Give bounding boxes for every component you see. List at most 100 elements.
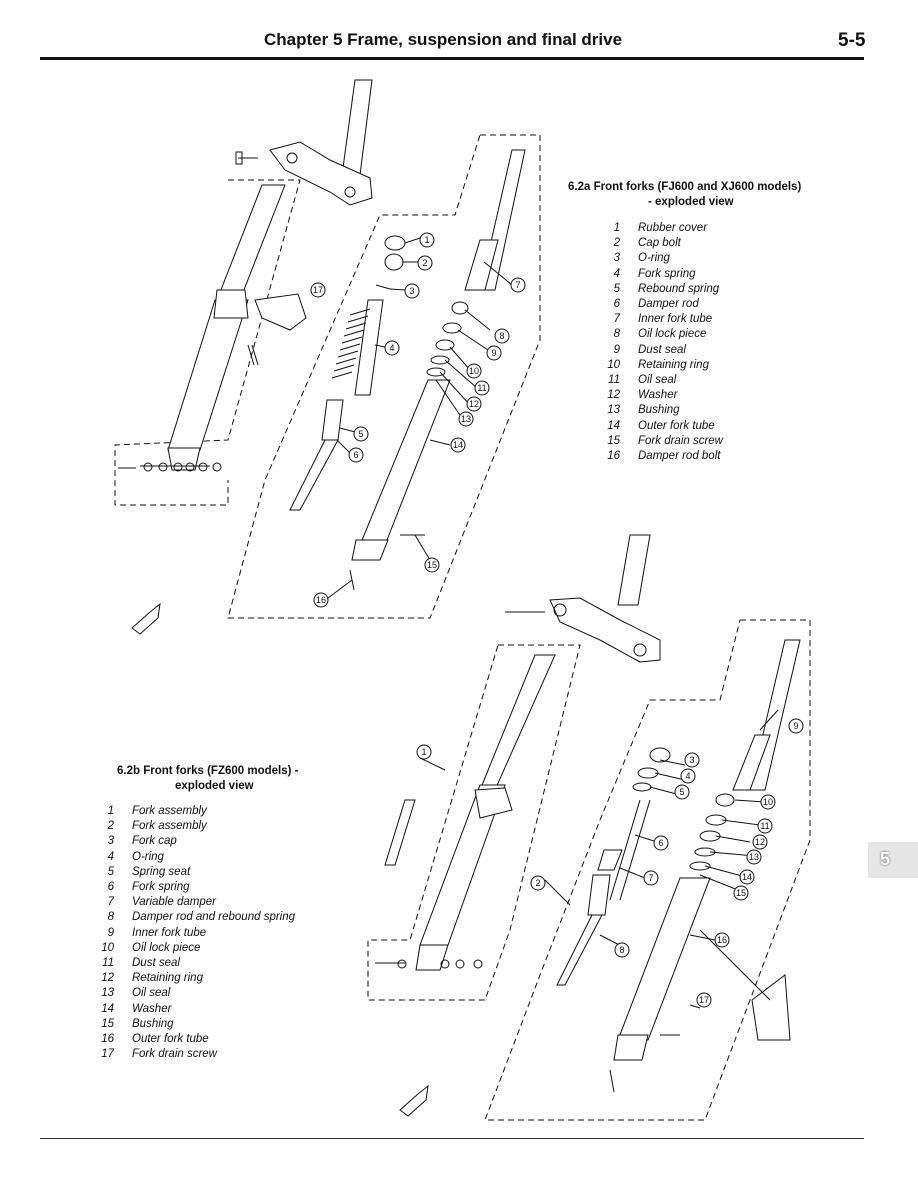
figure-a-legend-label: Inner fork tube [638, 313, 713, 326]
figure-a-legend-label: Damper rod [638, 298, 699, 311]
header-rule [40, 57, 864, 60]
callout-a-14: 14 [450, 437, 466, 453]
figure-a-legend-label: Outer fork tube [638, 419, 715, 432]
figure-a-legend-label: Oil seal [638, 374, 677, 387]
callout-b-15: 15 [733, 885, 749, 901]
figure-a-legend-number: 13 [607, 404, 620, 417]
svg-text:5: 5 [358, 429, 363, 439]
figure-b-legend-label: Spring seat [132, 865, 191, 878]
svg-text:9: 9 [793, 721, 798, 731]
callout-b-8: 8 [614, 942, 630, 958]
svg-text:3: 3 [689, 755, 694, 765]
callout-b-16: 16 [714, 932, 730, 948]
figure-b-legend-row: 1 Fork assembly [94, 804, 295, 819]
svg-text:12: 12 [755, 837, 765, 847]
figure-b-legend-number: 4 [107, 850, 114, 863]
figure-a-legend-label: Rebound spring [638, 282, 720, 295]
figure-a-legend-number: 9 [613, 343, 620, 356]
callout-b-13: 13 [746, 849, 762, 865]
figure-b-legend-number: 15 [101, 1017, 114, 1030]
callout-b-1: 1 [416, 744, 432, 760]
callout-a-7: 7 [510, 277, 526, 293]
figure-a-legend-label: Fork spring [638, 267, 696, 280]
front-direction-arrow-icon [131, 602, 161, 635]
figure-b-legend-label: Fork cap [132, 835, 177, 848]
figure-b-legend-number: 12 [101, 972, 114, 985]
figure-a-legend-number: 15 [607, 434, 620, 447]
figure-a-legend-label: Washer [638, 389, 678, 402]
figure-b-legend-number: 8 [107, 911, 114, 924]
figure-b-caption-line2: exploded view [175, 780, 254, 792]
svg-text:17: 17 [313, 285, 323, 295]
figure-b-legend-number: 16 [101, 1033, 114, 1046]
svg-text:3: 3 [409, 286, 414, 296]
figure-b-legend-label: Variable damper [132, 896, 216, 909]
figure-b-legend-number: 3 [107, 835, 114, 848]
figure-a-legend-number: 4 [613, 267, 620, 280]
footer-rule [40, 1138, 864, 1139]
fork-diagram-a [114, 79, 661, 663]
figure-b-legend-number: 1 [107, 805, 114, 817]
svg-text:10: 10 [763, 797, 773, 807]
svg-text:4: 4 [389, 343, 394, 353]
figure-b-legend-label: Inner fork tube [132, 926, 207, 939]
figure-a-legend-label: Fork drain screw [638, 434, 723, 447]
callout-b-11: 11 [757, 818, 773, 834]
chapter-tab-number: 5 [880, 849, 891, 869]
figure-a-legend-number: 10 [607, 358, 620, 371]
figure-b-legend-row: 3 Fork cap [94, 834, 295, 849]
figure-a-legend-label: Bushing [638, 404, 680, 417]
figure-a-legend-row: 11 Oil seal [600, 373, 723, 388]
callout-a-6: 6 [348, 447, 364, 463]
figure-b-legend-label: Dust seal [132, 957, 180, 970]
svg-text:2: 2 [535, 878, 540, 888]
callout-a-8: 8 [494, 328, 510, 344]
figure-a-legend-number: 1 [613, 222, 620, 234]
figure-b-legend-label: Fork drain screw [132, 1048, 217, 1061]
svg-text:17: 17 [699, 995, 709, 1005]
figure-b-legend-number: 11 [102, 957, 114, 970]
figure-b-legend-number: 7 [107, 896, 114, 909]
figure-b-legend-label: Fork spring [132, 881, 190, 894]
figure-a-legend-row: 4 Fork spring [600, 267, 723, 282]
figure-b-legend-number: 6 [107, 881, 114, 894]
svg-text:10: 10 [469, 366, 479, 376]
callout-b-14: 14 [739, 869, 755, 885]
callout-a-17: 17 [310, 282, 326, 298]
svg-text:1: 1 [424, 235, 429, 245]
callout-a-9: 9 [486, 345, 502, 361]
figure-a-legend-row: 13 Bushing [600, 403, 723, 418]
figure-a-legend-number: 16 [607, 450, 620, 463]
svg-text:7: 7 [515, 280, 520, 290]
callout-a-15: 15 [424, 557, 440, 573]
figure-b-legend-label: Fork assembly [132, 805, 207, 817]
callout-b-3: 3 [684, 752, 700, 768]
svg-text:1: 1 [421, 747, 426, 757]
svg-text:13: 13 [461, 414, 471, 424]
figure-b-legend-number: 17 [101, 1048, 114, 1061]
figure-a-legend-number: 11 [608, 374, 620, 387]
figure-a-legend-row: 15 Fork drain screw [600, 434, 723, 449]
figure-b-caption-line1: 6.2b Front forks (FZ600 models) - [117, 765, 299, 777]
svg-text:11: 11 [760, 821, 769, 831]
front-direction-arrow-icon [399, 1084, 429, 1117]
callout-b-2: 2 [530, 875, 546, 891]
